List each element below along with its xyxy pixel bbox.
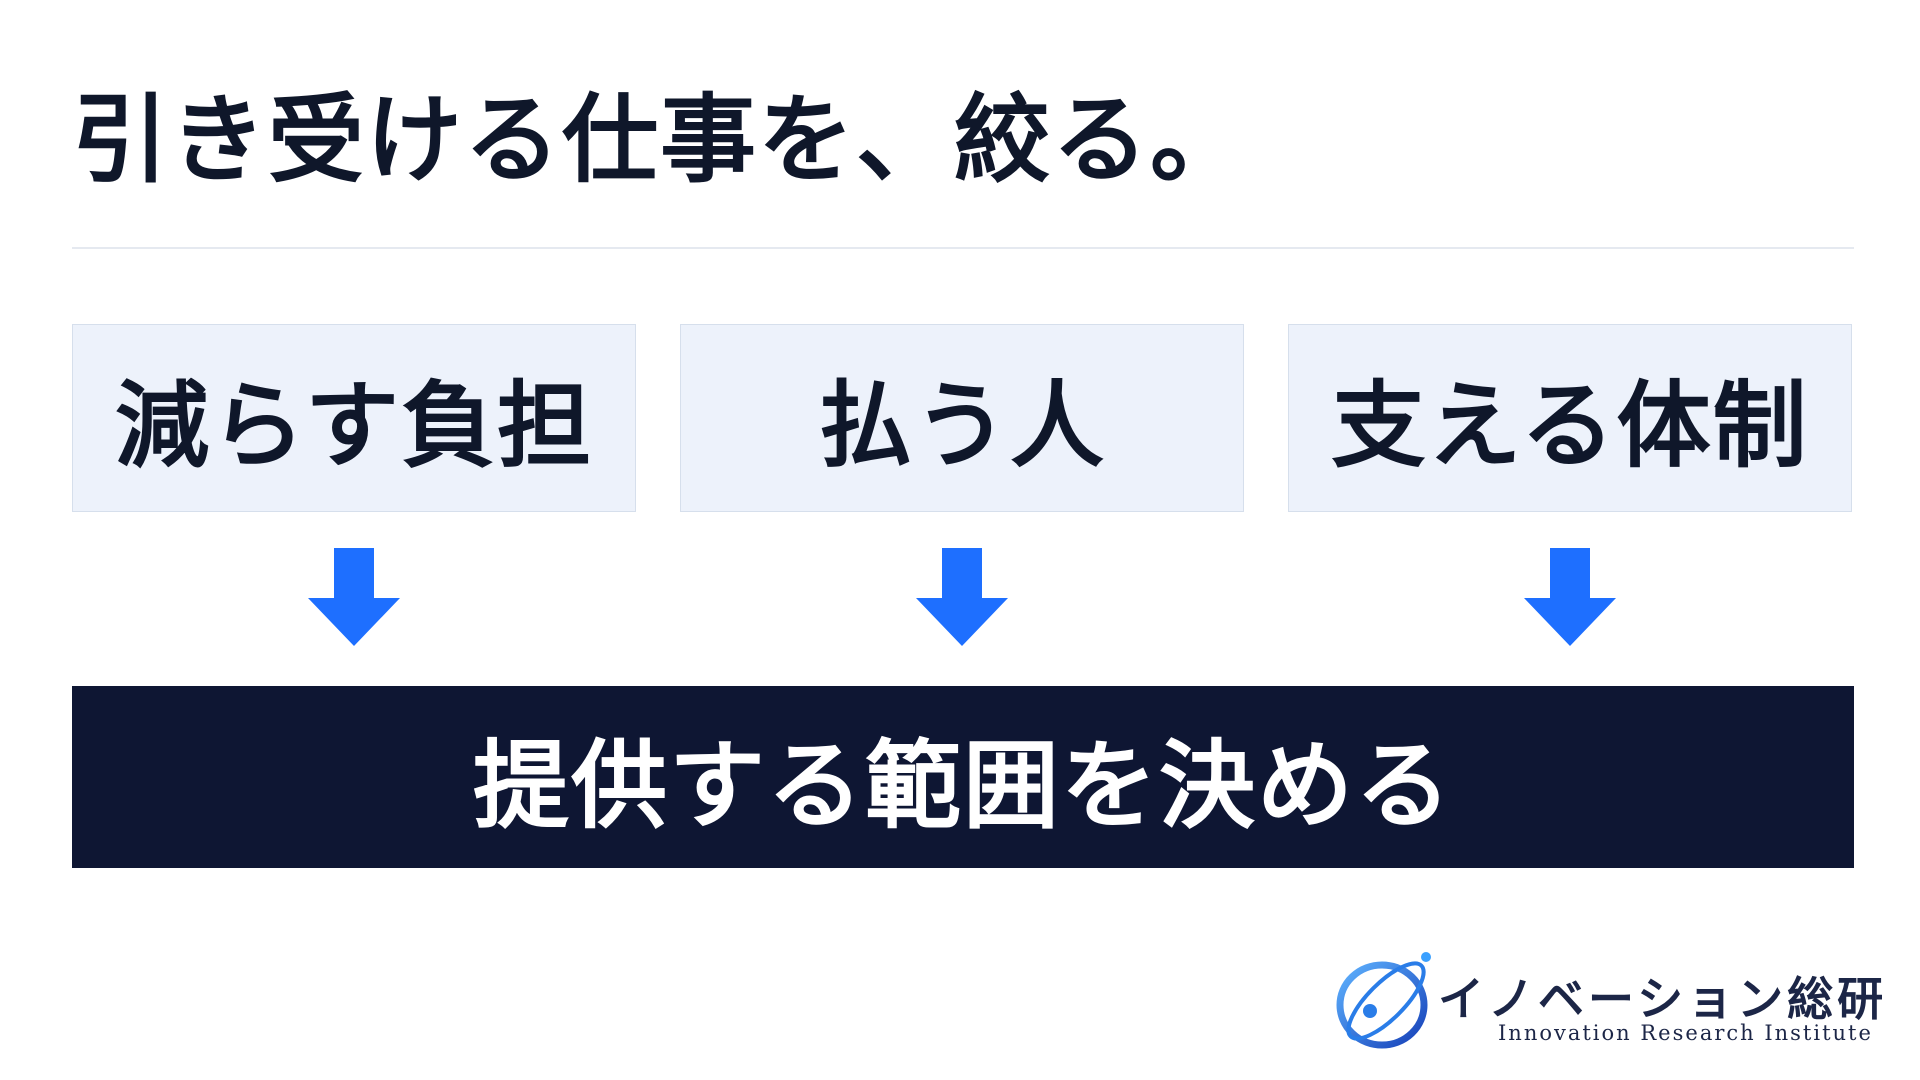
arrow-down-icon: [1524, 548, 1616, 646]
factor-box-support: 支える体制: [1288, 324, 1852, 512]
page-title: 引き受ける仕事を、絞る。: [72, 84, 1248, 196]
arrow-down-icon: [308, 548, 400, 646]
result-label: 提供する範囲を決める: [473, 729, 1453, 842]
logo-name-jp: イノベーション総研: [1438, 972, 1888, 1026]
orbit-logo-icon: [1336, 952, 1431, 1049]
title-divider: [72, 247, 1854, 249]
arrow-down-icon: [916, 548, 1008, 646]
factor-box-burden: 減らす負担: [72, 324, 636, 512]
company-logo: イノベーション総研 Innovation Research Institute: [1330, 945, 1890, 1055]
result-box: 提供する範囲を決める: [72, 686, 1854, 868]
factor-label: 減らす負担: [114, 372, 594, 481]
factor-label: 払う人: [817, 372, 1106, 481]
logo-name-en: Innovation Research Institute: [1498, 1021, 1873, 1045]
factor-box-payer: 払う人: [680, 324, 1244, 512]
factor-label: 支える体制: [1331, 372, 1809, 481]
